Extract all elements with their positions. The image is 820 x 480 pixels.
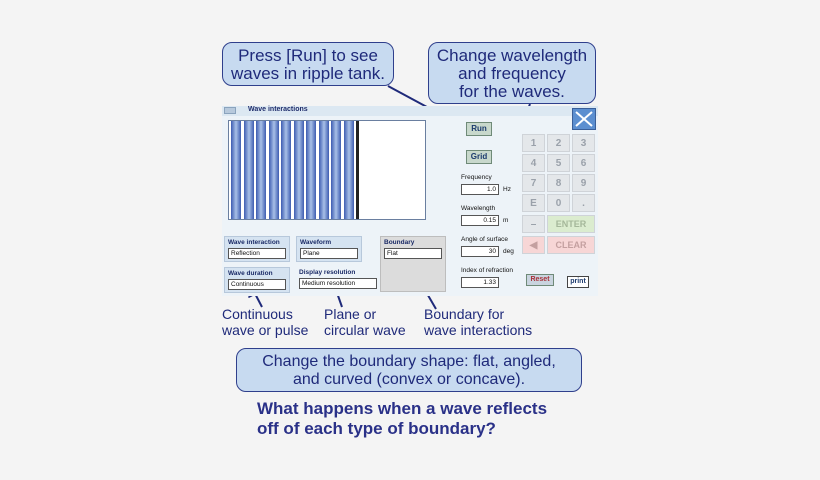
keypad: 1 2 3 4 5 6 7 8 9 E 0 . – ENTER ◀ CLEAR — [520, 130, 596, 258]
note-plane-line1: Plane or — [324, 306, 377, 322]
app-icon — [224, 107, 236, 114]
key-1[interactable]: 1 — [522, 134, 545, 152]
title-bar: Wave interactions — [222, 106, 598, 116]
key-8[interactable]: 8 — [547, 174, 570, 192]
callout-wavelength: Change wavelength and frequency for the … — [428, 42, 596, 104]
question-text: What happens when a wave reflects off of… — [257, 399, 547, 439]
wave-stripe — [281, 121, 291, 219]
wave-interaction-select[interactable]: Reflection — [228, 248, 286, 259]
key-3[interactable]: 3 — [572, 134, 595, 152]
key-dot[interactable]: . — [572, 194, 595, 212]
key-e[interactable]: E — [522, 194, 545, 212]
waveform-label: Waveform — [300, 239, 332, 246]
callout-run: Press [Run] to see waves in ripple tank. — [222, 42, 394, 86]
reset-button[interactable]: Reset — [526, 274, 554, 286]
callout-run-line2: waves in ripple tank. — [230, 64, 386, 83]
note-plane: Plane or circular wave — [324, 306, 406, 338]
print-button[interactable]: print — [567, 276, 589, 288]
callout-boundary-shape: Change the boundary shape: flat, angled,… — [236, 348, 582, 392]
index-label: Index of refraction — [461, 267, 514, 274]
wavelength-label: Wavelength — [461, 205, 496, 212]
close-icon — [575, 111, 593, 127]
note-continuous-line1: Continuous — [222, 306, 293, 322]
wave-stripe — [243, 121, 254, 219]
question-line2: off of each type of boundary? — [257, 419, 496, 438]
grid-button[interactable]: Grid — [466, 150, 492, 164]
index-field[interactable]: 1.33 — [461, 277, 499, 288]
key-5[interactable]: 5 — [547, 154, 570, 172]
boundary-select[interactable]: Flat — [384, 248, 442, 259]
note-boundary-line1: Boundary for — [424, 306, 505, 322]
wave-stripe — [231, 121, 241, 219]
waveform-select[interactable]: Plane — [300, 248, 358, 259]
callout-wavelength-line1: Change wavelength — [436, 46, 588, 65]
wave-duration-label: Wave duration — [228, 270, 273, 277]
close-button[interactable] — [572, 108, 596, 130]
note-boundary: Boundary for wave interactions — [424, 306, 532, 338]
boundary-label: Boundary — [384, 239, 415, 246]
key-2[interactable]: 2 — [547, 134, 570, 152]
key-9[interactable]: 9 — [572, 174, 595, 192]
wavelength-field[interactable]: 0.15 — [461, 215, 499, 226]
key-minus[interactable]: – — [522, 215, 545, 233]
enter-key[interactable]: ENTER — [547, 215, 595, 233]
frequency-label: Frequency — [461, 174, 492, 181]
angle-unit: deg — [503, 248, 514, 255]
key-0[interactable]: 0 — [547, 194, 570, 212]
wave-interaction-label: Wave interaction — [228, 239, 280, 246]
callout-boundary-shape-line2: and curved (convex or concave). — [292, 371, 526, 388]
wave-stripe — [331, 121, 341, 219]
wave-stripe — [306, 121, 316, 219]
frequency-unit: Hz — [503, 186, 511, 193]
note-continuous-line2: wave or pulse — [222, 322, 309, 338]
display-resolution-label: Display resolution — [299, 269, 356, 276]
wave-interaction-group: Wave interaction Reflection — [224, 236, 290, 262]
wave-stripe — [318, 121, 329, 219]
wave-stripe — [293, 121, 304, 219]
angle-field[interactable]: 30 — [461, 246, 499, 257]
boundary-group: Boundary Flat — [380, 236, 446, 292]
note-continuous: Continuous wave or pulse — [222, 306, 308, 338]
key-7[interactable]: 7 — [522, 174, 545, 192]
waveform-group: Waveform Plane — [296, 236, 362, 262]
wave-stripe — [343, 121, 354, 219]
wave-duration-select[interactable]: Continuous — [228, 279, 286, 290]
boundary-line — [356, 121, 359, 219]
question-line1: What happens when a wave reflects — [257, 399, 548, 418]
note-boundary-line2: wave interactions — [424, 322, 533, 338]
wave-stripes — [229, 121, 357, 219]
backspace-key[interactable]: ◀ — [522, 236, 545, 254]
wave-stripe — [268, 121, 279, 219]
run-button[interactable]: Run — [466, 122, 492, 136]
wave-interactions-app: Wave interactions Run Grid Frequency 1.0… — [222, 106, 598, 296]
wave-duration-group: Wave duration Continuous — [224, 267, 290, 293]
angle-label: Angle of surface — [461, 236, 508, 243]
wave-stripe — [256, 121, 266, 219]
key-4[interactable]: 4 — [522, 154, 545, 172]
key-6[interactable]: 6 — [572, 154, 595, 172]
callout-wavelength-line3: for the waves. — [459, 82, 565, 101]
clear-key[interactable]: CLEAR — [547, 236, 595, 254]
wavelength-unit: m — [503, 217, 509, 224]
callout-boundary-shape-line1: Change the boundary shape: flat, angled, — [262, 353, 556, 370]
note-plane-line2: circular wave — [324, 322, 406, 338]
frequency-field[interactable]: 1.0 — [461, 184, 499, 195]
app-title: Wave interactions — [248, 106, 308, 113]
display-resolution-select[interactable]: Medium resolution — [299, 278, 377, 289]
callout-run-line1: Press [Run] to see — [238, 46, 378, 65]
callout-wavelength-line2: and frequency — [458, 64, 566, 83]
ripple-tank — [228, 120, 426, 220]
